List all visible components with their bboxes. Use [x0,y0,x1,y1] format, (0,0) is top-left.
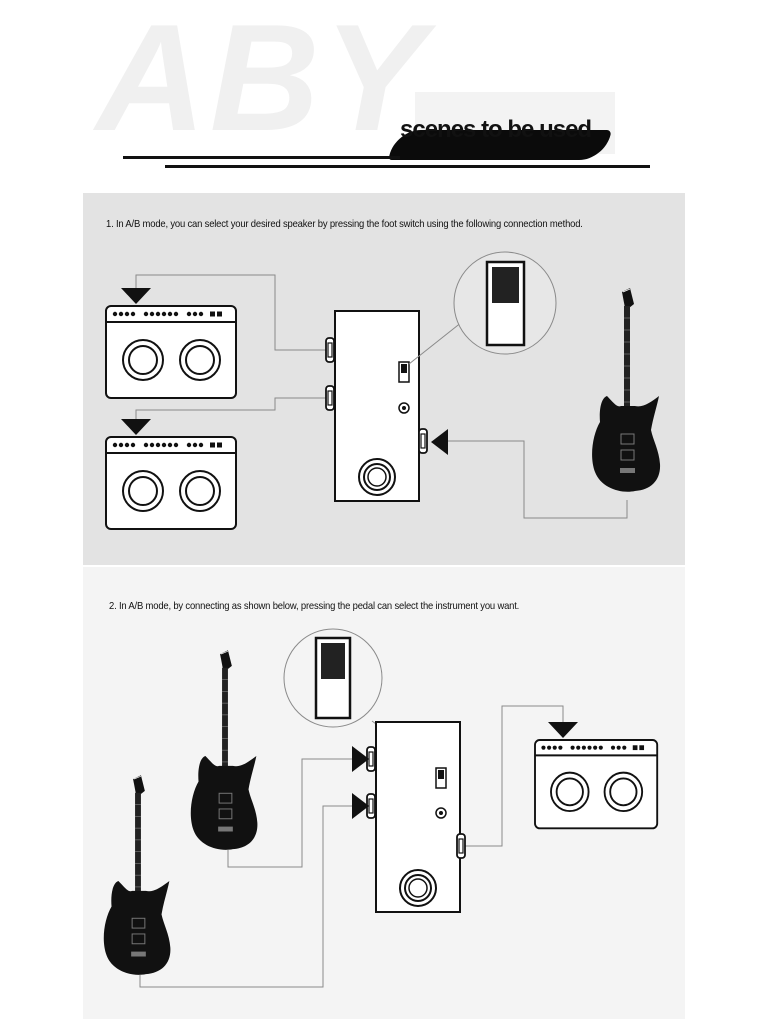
input-arrow-icon [352,746,369,772]
output-jack [456,833,466,859]
input-arrow-icon [352,793,369,819]
input-arrow-icon [431,429,448,455]
aby-watermark: ABY [96,0,429,163]
guitar-icon [591,287,661,493]
amplifier-icon [105,305,237,399]
title-underline-1 [123,156,400,159]
input-jack [418,428,428,454]
output-jack-b [325,385,335,411]
guitar-icon [190,649,258,851]
aby-pedal-icon [375,721,461,913]
title-underline-2 [165,165,650,168]
output-jack-a [325,337,335,363]
scene-2-caption: 2. In A/B mode, by connecting as shown b… [109,600,520,612]
guitar-icon [103,774,171,976]
page-title: scenes to be used [400,116,592,143]
output-arrow-icon [121,419,151,435]
amplifier-icon [105,436,237,530]
output-arrow-icon [548,722,578,738]
scene-1-caption: 1. In A/B mode, you can select your desi… [106,218,583,230]
amplifier-icon [534,739,659,830]
output-arrow-icon [121,288,151,304]
